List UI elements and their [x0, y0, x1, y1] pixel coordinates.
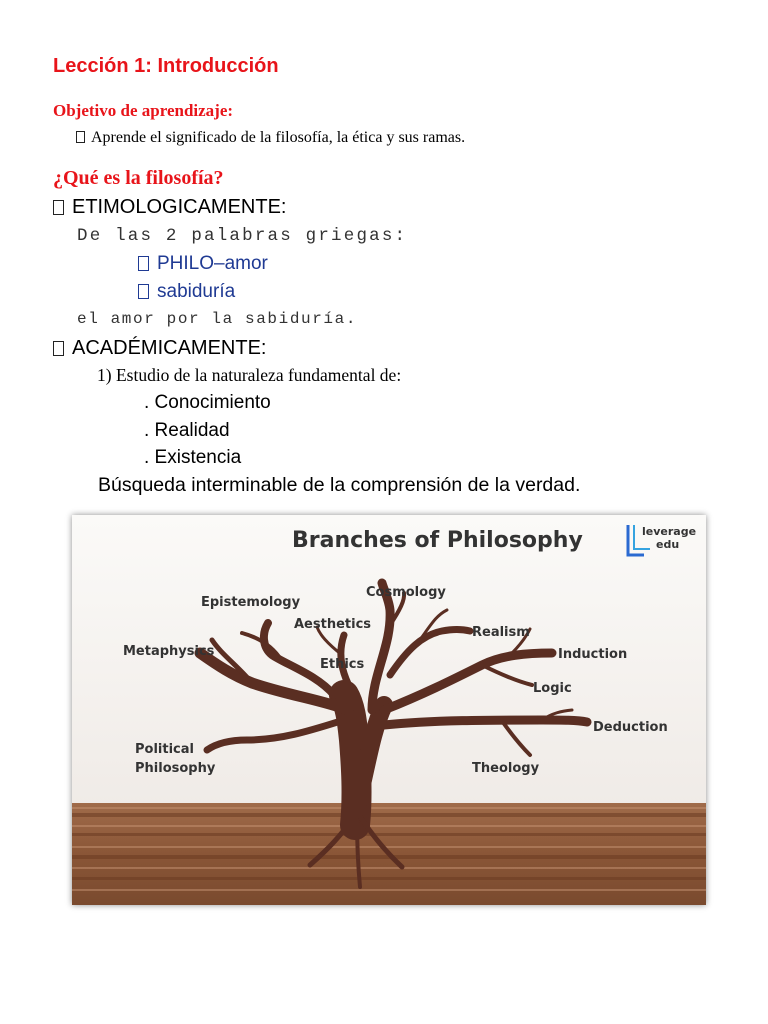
academic-heading: ACADÉMICAMENTE: — [72, 337, 267, 359]
label-theology: Theology — [472, 761, 540, 776]
label-ethics: Ethics — [320, 657, 365, 672]
label-cosmology: Cosmology — [366, 585, 446, 600]
label-realism: Realism — [472, 625, 530, 640]
academic-heading-row: ACADÉMICAMENTE: — [53, 337, 266, 360]
label-philosophy: Philosophy — [135, 761, 216, 776]
etymology-word-row: PHILO–amor — [138, 253, 268, 275]
etymology-word-sophia: sabiduría — [157, 281, 236, 302]
tree — [194, 578, 592, 889]
etymology-heading: ETIMOLOGICAMENTE: — [72, 196, 287, 218]
label-logic: Logic — [533, 681, 572, 696]
academic-subitem-existence: . Existencia — [144, 447, 242, 468]
label-epistemology: Epistemology — [201, 595, 301, 610]
label-induction: Induction — [558, 647, 627, 662]
figure-title: Branches of Philosophy — [292, 528, 583, 553]
leverage-edu-logo: leverage edu — [626, 525, 696, 557]
label-deduction: Deduction — [593, 720, 668, 735]
lesson-title: Lección 1: Introducción — [53, 55, 279, 77]
etymology-word-row: sabiduría — [138, 281, 235, 303]
philosophy-tree-illustration: Branches of Philosophy leverage edu Epis… — [72, 515, 706, 905]
etymology-heading-row: ETIMOLOGICAMENTE: — [53, 196, 286, 219]
etymology-intro: De las 2 palabras griegas: — [77, 226, 408, 246]
objective-text: Aprende el significado de la filosofía, … — [91, 129, 466, 146]
logo-line2: edu — [656, 538, 679, 551]
bullet-box-icon — [138, 256, 149, 271]
label-political: Political — [135, 742, 194, 757]
academic-subitem-knowledge: . Conocimiento — [144, 392, 271, 413]
bullet-box-icon — [76, 131, 85, 143]
academic-subitem-reality: . Realidad — [144, 420, 230, 441]
logo-line1: leverage — [642, 525, 696, 538]
bullet-box-icon — [138, 284, 149, 299]
etymology-word-philo: PHILO–amor — [157, 253, 268, 274]
academic-item: 1) Estudio de la naturaleza fundamental … — [97, 365, 402, 385]
bullet-box-icon — [53, 341, 64, 356]
question-heading: ¿Qué es la filosofía? — [53, 167, 224, 189]
academic-closing: Búsqueda interminable de la comprensión … — [98, 474, 581, 496]
objective-item: Aprende el significado de la filosofía, … — [76, 129, 465, 147]
objective-heading: Objetivo de aprendizaje: — [53, 101, 234, 120]
bullet-box-icon — [53, 200, 64, 215]
branches-of-philosophy-figure: Branches of Philosophy leverage edu Epis… — [72, 515, 706, 905]
label-aesthetics: Aesthetics — [294, 617, 371, 632]
label-metaphysics: Metaphysics — [123, 644, 215, 659]
etymology-conclusion: el amor por la sabiduría. — [77, 310, 358, 328]
